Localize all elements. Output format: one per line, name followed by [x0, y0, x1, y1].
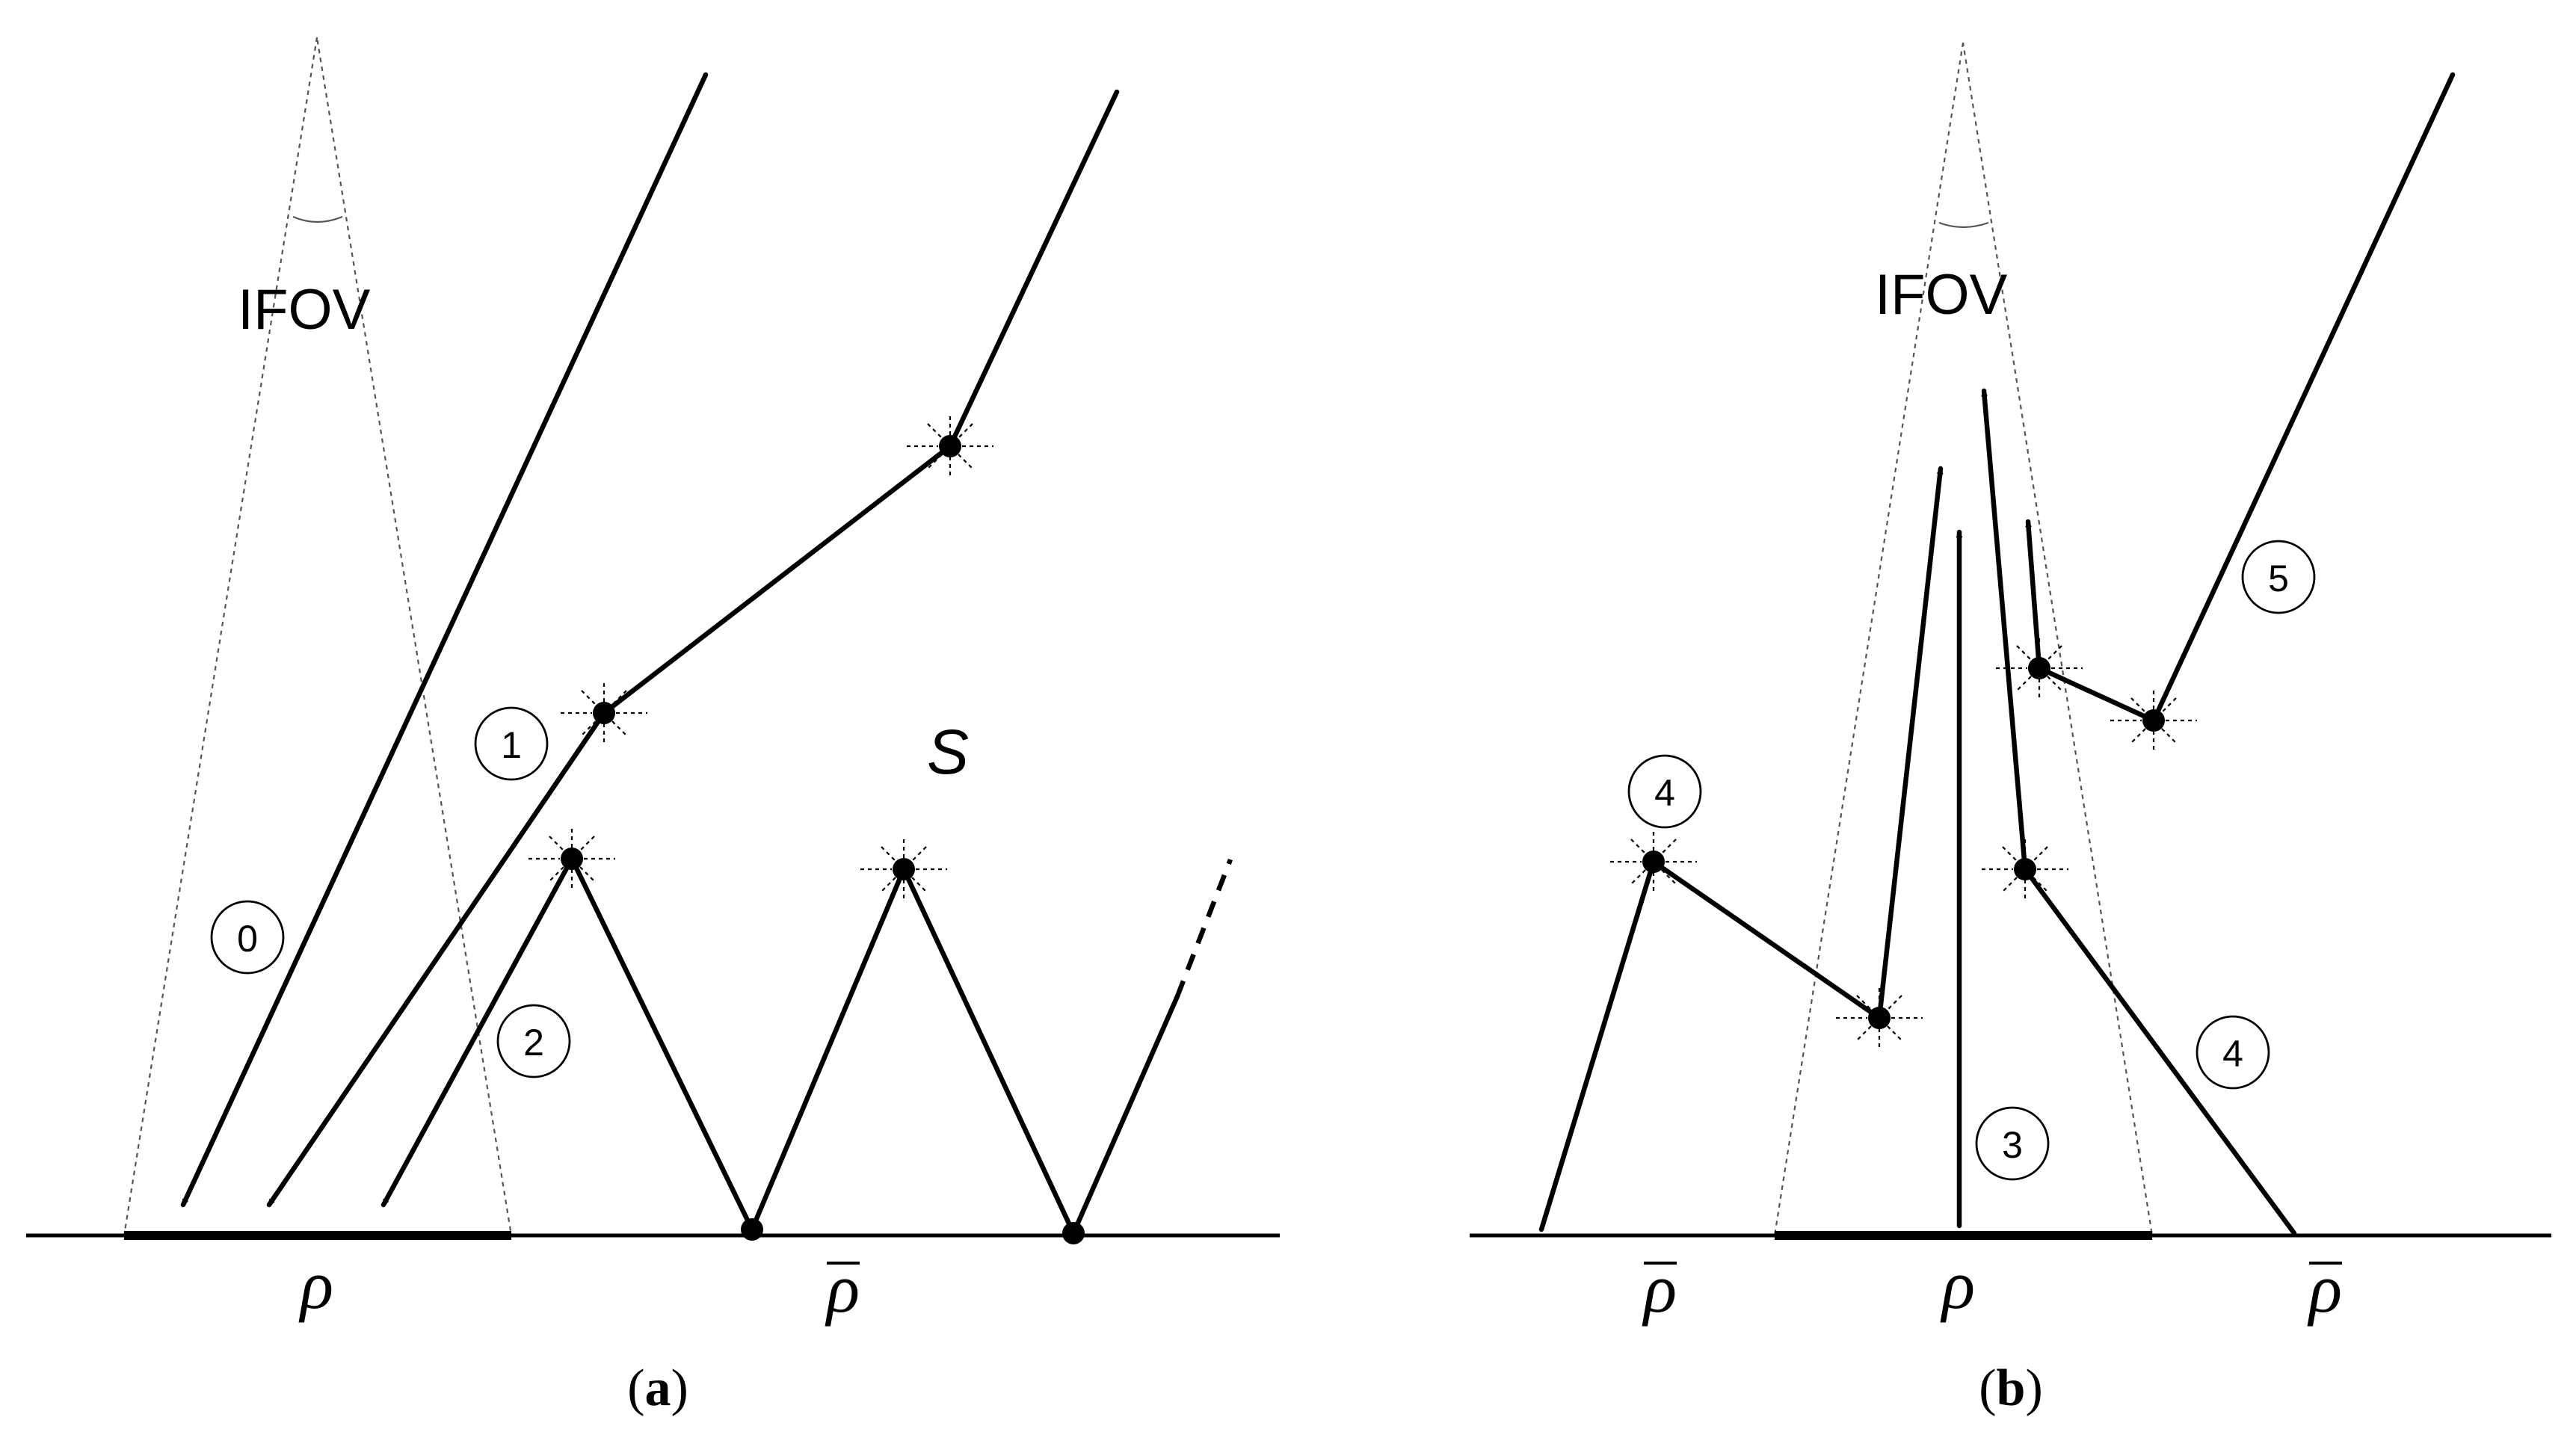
- panel-b: IFOV 3 4 4 5: [1470, 42, 2551, 1417]
- scatter-point: [1994, 637, 2084, 700]
- scatter-point: [2109, 689, 2198, 752]
- ifov-cone-a: [123, 37, 513, 1237]
- ground-reflection-point: [1062, 1222, 1085, 1244]
- scatter-point: [859, 838, 949, 901]
- svg-text:(b): (b): [1979, 1359, 2043, 1417]
- ray-path-5: [2025, 72, 2456, 723]
- ray-path-1: [266, 89, 1120, 1208]
- ray-path-4-left: [1538, 466, 1944, 1232]
- svg-text:3: 3: [2002, 1124, 2023, 1166]
- ray-path-2-dashed-end: [1174, 858, 1233, 998]
- caption-a: (a): [627, 1359, 688, 1417]
- rho-bar-label-a: ρ: [825, 1250, 860, 1327]
- path-label-0: 0: [210, 900, 285, 975]
- path-label-4-left: 4: [1627, 754, 1702, 829]
- path-label-5: 5: [2241, 540, 2316, 614]
- ifov-label-a: IFOV: [238, 278, 371, 342]
- path-label-2: 2: [496, 1004, 571, 1078]
- path-label-1: 1: [474, 706, 549, 781]
- svg-text:ρ: ρ: [1642, 1250, 1677, 1327]
- scatter-point: [1980, 838, 2070, 901]
- svg-text:ρ: ρ: [2307, 1250, 2342, 1327]
- svg-text:4: 4: [2222, 1033, 2243, 1075]
- rho-bar-right-label-b: ρ: [2307, 1250, 2342, 1327]
- path-label-4-right: 4: [2196, 1015, 2270, 1090]
- rho-bar-left-label-b: ρ: [1642, 1250, 1677, 1327]
- svg-text:1: 1: [501, 724, 522, 766]
- scatter-point: [527, 827, 617, 890]
- caption-b: (b): [1979, 1359, 2043, 1417]
- path-label-3: 3: [1975, 1106, 2050, 1181]
- ifov-angle-arc-a: [292, 215, 343, 223]
- ray-path-0: [180, 72, 709, 1208]
- ifov-cone-b: [1773, 42, 2154, 1237]
- rho-label-b: ρ: [1940, 1247, 1975, 1323]
- svg-text:4: 4: [1654, 772, 1675, 814]
- scatter-point: [1834, 987, 1924, 1049]
- scatter-point: [559, 682, 649, 744]
- ray-path-2: [380, 856, 1180, 1236]
- svg-text:0: 0: [237, 918, 258, 960]
- scene-label-s: S: [927, 717, 969, 787]
- svg-text:5: 5: [2268, 558, 2289, 599]
- svg-text:ρ: ρ: [825, 1250, 860, 1327]
- scatter-point: [905, 415, 995, 478]
- panel-a: IFOV 0 1 2 S ρ ρ: [26, 37, 1280, 1417]
- svg-text:2: 2: [523, 1022, 544, 1064]
- ifov-angle-arc-b: [1938, 221, 1989, 229]
- ifov-label-b: IFOV: [1875, 263, 2008, 327]
- scatter-point: [1609, 830, 1698, 893]
- svg-text:(a): (a): [627, 1359, 688, 1417]
- rho-label-a: ρ: [298, 1247, 333, 1323]
- ground-reflection-point: [741, 1218, 763, 1241]
